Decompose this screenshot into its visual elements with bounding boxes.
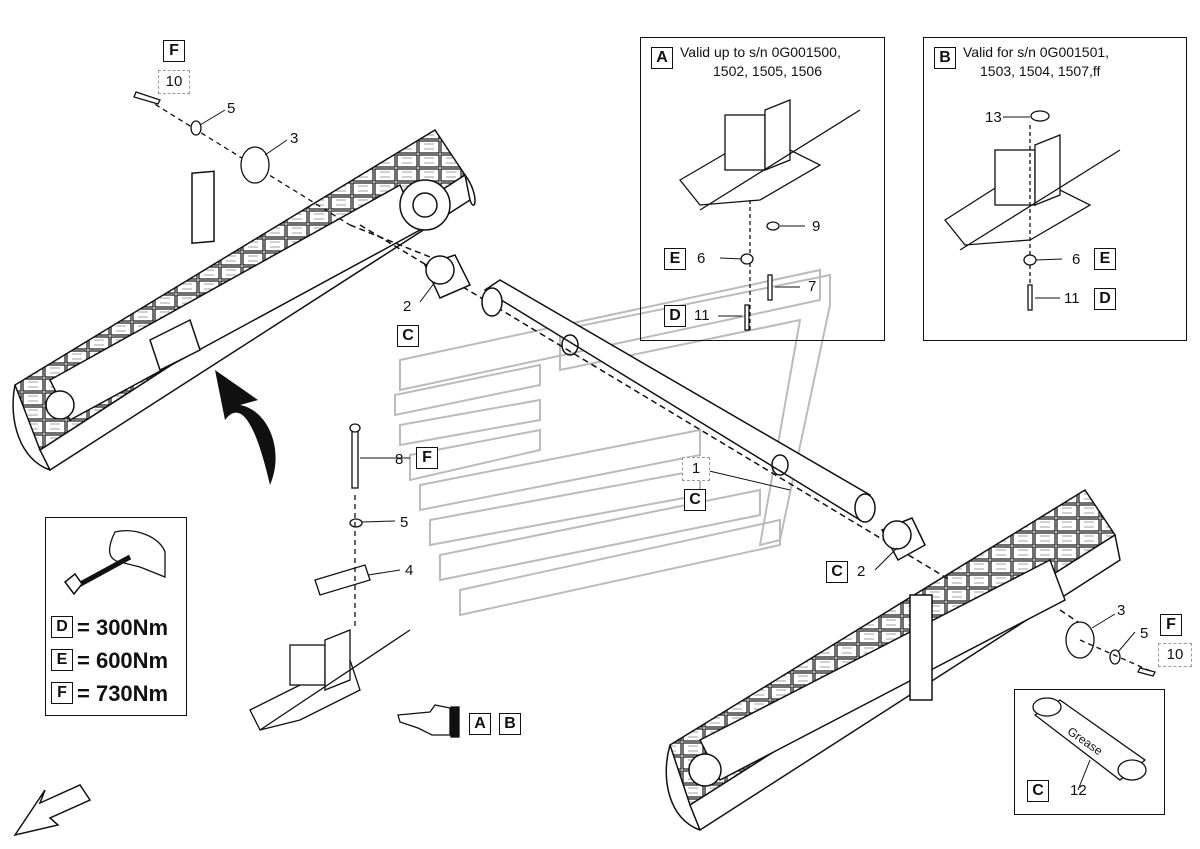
panel-a-callout-9: 9 <box>812 218 821 235</box>
ref-box-c-left: C <box>397 325 419 347</box>
torque-row-d: D= 300Nm <box>51 614 168 642</box>
panel-b-callout-6: 6 <box>1072 251 1081 268</box>
direction-arrow <box>13 784 92 837</box>
ref-box-b-hand: B <box>499 713 521 735</box>
panel-a-drawing <box>679 99 861 331</box>
panel-a-callout-11: 11 <box>694 307 710 324</box>
callout-4: 4 <box>405 562 414 579</box>
ref-box-f-right: F <box>1160 614 1182 636</box>
callout-3-top: 3 <box>290 130 299 147</box>
panel-b-callout-11: 11 <box>1064 290 1080 307</box>
panel-a-note-line2: 1502, 1505, 1506 <box>713 63 822 79</box>
panel-b-callout-13: 13 <box>985 109 1002 126</box>
panel-a-ref-e: E <box>664 248 686 270</box>
bushing-left <box>423 254 472 299</box>
torque-ref-e: E <box>51 649 73 672</box>
bushing-right <box>880 517 926 562</box>
grease-tube <box>1032 697 1147 781</box>
panel-a-note-line1: Valid up to s/n 0G001500, <box>680 44 841 60</box>
panel-a-callout-7: 7 <box>808 278 817 295</box>
detail-panel-a <box>640 37 885 341</box>
right-track-assembly <box>665 488 1121 832</box>
torque-ref-d: D <box>51 616 73 639</box>
ref-box-c-mid: C <box>684 489 706 511</box>
ref-box-f-mid: F <box>416 447 438 469</box>
panel-b-label-box: B <box>934 47 956 69</box>
panel-b-note-line2: 1503, 1504, 1507,ff <box>980 63 1101 79</box>
callout-2-right: 2 <box>857 563 866 580</box>
top-left-fasteners <box>133 91 351 226</box>
callout-2-left: 2 <box>403 298 412 315</box>
panel-a-label-box: A <box>651 47 673 69</box>
callout-5-right: 5 <box>1140 625 1149 642</box>
torque-row-e: E= 600Nm <box>51 647 168 675</box>
callout-3-right: 3 <box>1117 602 1126 619</box>
detail-panel-b <box>923 37 1187 341</box>
grease-ref-c: C <box>1027 780 1049 802</box>
callout-10-top: 10 <box>158 70 190 94</box>
wrench-hand-icon <box>63 530 166 596</box>
torque-row-f: F= 730Nm <box>51 680 168 708</box>
torque-value-e: = 600Nm <box>77 648 169 673</box>
right-fasteners <box>1065 621 1156 677</box>
torque-value-d: = 300Nm <box>77 615 169 640</box>
panel-b-ref-e: E <box>1094 248 1116 270</box>
curved-arrow <box>215 370 276 485</box>
ref-box-a-hand: A <box>469 713 491 735</box>
panel-b-note-line1: Valid for s/n 0G001501, <box>963 44 1110 60</box>
leader-lines <box>199 109 1136 791</box>
torque-ref-f: F <box>51 682 73 705</box>
ref-box-c-right: C <box>826 561 848 583</box>
callout-10-right: 10 <box>1158 643 1192 667</box>
callout-5-top: 5 <box>227 100 236 117</box>
callout-8: 8 <box>395 451 404 468</box>
callout-1: 1 <box>682 457 710 481</box>
torque-value-f: = 730Nm <box>77 681 169 706</box>
pointing-hand-icon <box>397 704 460 738</box>
panel-b-ref-d: D <box>1094 288 1116 310</box>
left-track-assembly <box>12 128 476 472</box>
grease-panel <box>1014 689 1165 815</box>
panel-a-callout-6: 6 <box>697 250 706 267</box>
panel-b-drawing <box>944 110 1121 311</box>
middle-fasteners <box>249 423 411 731</box>
panel-a-ref-d: D <box>664 305 686 327</box>
ref-box-f-top: F <box>163 40 185 62</box>
grease-callout-12: 12 <box>1070 782 1087 799</box>
callout-5-mid: 5 <box>400 514 409 531</box>
